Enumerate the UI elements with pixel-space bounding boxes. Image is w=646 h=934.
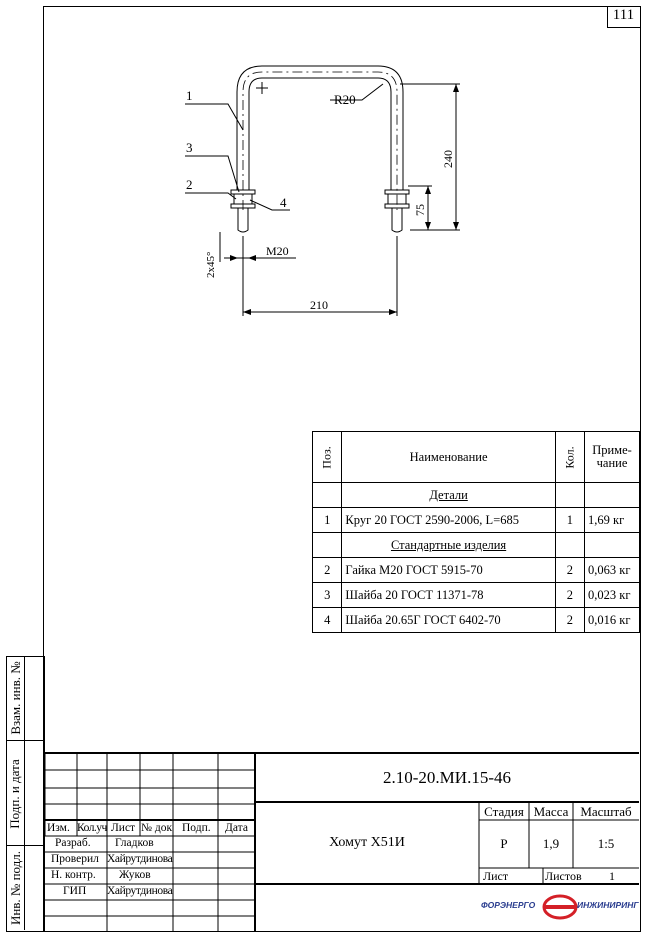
- mass-label: Масса: [533, 804, 569, 819]
- section-details-row: Детали: [311, 482, 640, 508]
- section-details: Детали: [341, 482, 556, 508]
- table-row: 3 Шайба 20 ГОСТ 11371-78 2 0,023 кг: [311, 582, 640, 608]
- sheet-number-box: [607, 6, 641, 28]
- side-podp-data: Подп. и дата: [7, 759, 22, 829]
- row-qty: 1: [554, 507, 586, 533]
- sheet-frame: [43, 6, 641, 932]
- row-pos: 4: [311, 607, 343, 633]
- sheet-label: Лист: [483, 869, 509, 883]
- table-row: 4 Шайба 20.65Г ГОСТ 6402-70 2 0,016 кг: [311, 607, 640, 633]
- header-pos: Поз.: [319, 445, 334, 469]
- col-ndok: № док: [141, 822, 173, 834]
- table-row: 1 Круг 20 ГОСТ 2590-2006, L=685 1 1,69 к…: [311, 507, 640, 533]
- radius-label: R20: [334, 92, 356, 107]
- dim-thread: M20: [266, 244, 289, 258]
- header-name: Наименование: [341, 431, 556, 483]
- person-razrab: Гладков: [115, 837, 154, 849]
- leader-1: 1: [186, 88, 193, 103]
- row-note: 0,016 кг: [584, 607, 640, 633]
- sheets-label: Листов: [545, 869, 582, 883]
- role-gip: ГИП: [63, 885, 87, 897]
- role-proveril: Проверил: [51, 853, 99, 865]
- row-note: 1,69 кг: [584, 507, 640, 533]
- col-kol: Кол.уч: [77, 822, 107, 834]
- person-proveril: Хайрутдинова: [107, 853, 173, 865]
- title-block-grid: [43, 754, 639, 932]
- section-standard: Стандартные изделия: [341, 532, 556, 558]
- company-logo: ФОРЭНЕРГО ИНЖИНИРИНГ: [479, 892, 639, 922]
- leader-4: 4: [280, 195, 287, 210]
- dim-240: 240: [441, 150, 455, 168]
- spec-header-row: Поз. Наименование Кол. Приме- чание: [311, 431, 640, 483]
- row-qty: 2: [554, 557, 586, 583]
- col-list: Лист: [111, 822, 136, 834]
- col-izm: Изм.: [47, 822, 70, 834]
- header-qty: Кол.: [562, 445, 577, 469]
- col-data: Дата: [225, 822, 248, 834]
- logo-right-text: ИНЖИНИРИНГ: [577, 900, 639, 910]
- dim-75: 75: [413, 204, 427, 216]
- u-bolt-drawing: 1 3 2 4 R20 240 75 2x45° M20 210: [185, 65, 460, 316]
- role-razrab: Разраб.: [55, 837, 91, 849]
- row-qty: 2: [554, 607, 586, 633]
- role-nkontr: Н. контр.: [51, 869, 96, 881]
- person-nkontr: Жуков: [119, 869, 151, 881]
- scale-value: 1:5: [597, 836, 615, 851]
- specification-table: Поз. Наименование Кол. Приме- чание Дета…: [311, 431, 640, 633]
- side-vzam-inv: Взам. инв. №: [8, 661, 23, 735]
- left-washer-bottom: [230, 203, 256, 209]
- side-inv-podl: Инв. № подл.: [8, 850, 23, 926]
- col-podp: Подп.: [182, 822, 211, 834]
- row-name: Шайба 20.65Г ГОСТ 6402-70: [341, 607, 556, 633]
- right-washer-bottom: [384, 203, 410, 209]
- doc-code: 2.10-20.МИ.15-46: [383, 768, 511, 787]
- row-note: 0,063 кг: [584, 557, 640, 583]
- row-name: Круг 20 ГОСТ 2590-2006, L=685: [341, 507, 556, 533]
- dim-chamfer: 2x45°: [205, 252, 217, 278]
- title-block: 2.10-20.МИ.15-46 Изм. Кол.уч Лист № док …: [43, 752, 639, 932]
- product-name: Хомут Х51И: [329, 835, 405, 850]
- u-bolt-body: [236, 65, 404, 190]
- logo-mark-icon: [542, 894, 578, 920]
- leader-2: 2: [186, 177, 193, 192]
- mass-value: 1,9: [542, 836, 560, 851]
- logo-left-text: ФОРЭНЕРГО: [481, 900, 536, 910]
- row-note: 0,023 кг: [584, 582, 640, 608]
- stage-label: Стадия: [484, 804, 524, 819]
- row-pos: 3: [311, 582, 343, 608]
- header-note-2: чание: [596, 456, 628, 470]
- scale-label: Масштаб: [580, 804, 632, 819]
- row-name: Шайба 20 ГОСТ 11371-78: [341, 582, 556, 608]
- left-washer-top: [230, 189, 256, 195]
- sheets-value: 1: [609, 869, 615, 883]
- row-name: Гайка М20 ГОСТ 5915-70: [341, 557, 556, 583]
- person-gip: Хайрутдинова: [107, 885, 173, 897]
- row-pos: 2: [311, 557, 343, 583]
- sheet-number: 111: [612, 7, 635, 23]
- row-qty: 2: [554, 582, 586, 608]
- row-pos: 1: [311, 507, 343, 533]
- dim-210: 210: [310, 298, 328, 312]
- leader-3: 3: [186, 140, 193, 155]
- stage-value: Р: [500, 836, 508, 851]
- header-note-1: Приме-: [592, 443, 632, 457]
- section-standard-row: Стандартные изделия: [311, 532, 640, 558]
- table-row: 2 Гайка М20 ГОСТ 5915-70 2 0,063 кг: [311, 557, 640, 583]
